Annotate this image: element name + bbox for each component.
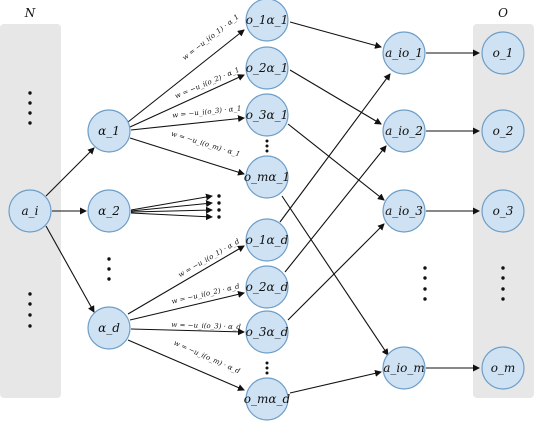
node-o2ad-label: o_2α_d (246, 280, 289, 294)
ellipsis-aio-column (423, 266, 427, 301)
node-out-o3: o_3 (481, 189, 525, 233)
edge-alpha2-fan-3 (130, 206, 213, 214)
edge-label-alpha1-o3: w = −u_i(o_3) · α_1 (172, 104, 242, 119)
edge-alpha2-fan-1 (130, 193, 213, 211)
node-o2ad: o_2α_d (245, 265, 289, 309)
edge-alpha1-o3a1 (130, 115, 245, 131)
edge-alphad-omad (127, 339, 245, 391)
node-alpha2-label: α_2 (98, 204, 120, 218)
ellipsis-alpha2-fan (217, 194, 221, 219)
ellipsis-alpha-column (107, 257, 111, 281)
node-out-o3-label: o_3 (493, 204, 514, 218)
node-o3a1: o_3α_1 (245, 93, 289, 137)
edge-o1ad-aio1 (279, 73, 391, 223)
edge-alphad-o3ad (130, 328, 245, 336)
node-out-o2-label: o_2 (493, 124, 514, 138)
node-o2a1: o_2α_1 (245, 46, 289, 90)
ellipsis-outcome-column (501, 266, 505, 301)
node-oma1-label: o_mα_1 (244, 170, 290, 184)
node-out-o1-label: o_1 (493, 46, 514, 60)
edge-o2ad-aio2 (284, 145, 387, 273)
node-ai-label: a_i (22, 204, 39, 218)
node-aiom: a_io_m (382, 346, 426, 390)
node-alpha1: α_1 (87, 109, 131, 153)
edge-o3ad-aio3 (287, 223, 385, 321)
edge-label-alphad-om: w = −u_i(o_m) · α_d (172, 339, 241, 376)
node-aiom-label: a_io_m (383, 361, 425, 375)
node-o1ad-label: o_1α_d (246, 233, 289, 247)
edge-alpha1-o1a1 (127, 29, 245, 123)
node-o3ad: o_3α_d (245, 310, 289, 354)
node-oma1: o_mα_1 (244, 155, 290, 199)
node-alpha2: α_2 (87, 189, 131, 233)
node-out-o1: o_1 (481, 31, 525, 75)
edge-oma1-aiom (281, 195, 389, 356)
edge-label-alphad-o1: w = −u_i(o_1) · α_d (177, 237, 242, 279)
node-aio3: a_io_3 (382, 189, 426, 233)
node-out-o2: o_2 (481, 109, 525, 153)
node-o2a1-label: o_2α_1 (246, 61, 289, 75)
node-o3ad-label: o_3α_d (246, 325, 289, 339)
node-o1ad: o_1α_d (245, 218, 289, 262)
node-aio2-label: a_io_2 (385, 124, 423, 138)
node-o1a1-label: o_1α_1 (246, 13, 289, 27)
node-o3a1-label: o_3α_1 (246, 108, 289, 122)
node-alpha1-label: α_1 (98, 124, 120, 138)
ellipsis-middle-lower (265, 361, 269, 375)
edge-alphad-o1ad (127, 245, 245, 315)
node-aio3-label: a_io_3 (385, 204, 423, 218)
edge-o2a1-aio2 (289, 69, 382, 125)
ellipsis-left-top (28, 91, 32, 125)
agent-set-title: N (24, 6, 36, 20)
edge-alphad-o2ad (129, 290, 245, 321)
edge-o1a1-aio1 (289, 21, 382, 49)
node-out-om-label: o_m (491, 361, 516, 375)
node-omad-label: o_mα_d (244, 392, 291, 406)
outcome-set-title: O (498, 6, 508, 20)
node-aio1: a_io_1 (382, 31, 426, 75)
edge-label-alphad-o3: w = −u_i(o_3) · α_d (171, 321, 241, 331)
node-o1a1: o_1α_1 (245, 0, 289, 42)
edge-alpha1-oma1 (129, 137, 245, 176)
node-alphad-label: α_d (98, 321, 120, 335)
edge-omad-aiom (289, 369, 382, 394)
edge-label-alpha1-o2: w = −u_i(o_2) · α_1 (174, 66, 241, 100)
node-out-om: o_m (481, 346, 525, 390)
edge-alpha1-o2a1 (129, 74, 245, 128)
edge-ai-alphad (45, 225, 95, 313)
ellipsis-left-bottom (28, 292, 32, 328)
edge-ai-alpha1 (45, 147, 95, 197)
ellipsis-middle-upper (265, 139, 269, 153)
edge-alpha2-fan-2 (130, 200, 213, 212)
edge-label-alpha1-o1: w = −u_i(o_1) · α_1 (181, 13, 241, 62)
node-aio1-label: a_io_1 (385, 46, 423, 60)
node-alphad: α_d (87, 306, 131, 350)
edge-alpha2-fan-4 (130, 212, 213, 221)
edge-o3a1-aio3 (287, 123, 385, 201)
node-ai: a_i (8, 189, 52, 233)
node-omad: o_mα_d (244, 377, 291, 421)
node-aio2: a_io_2 (382, 109, 426, 153)
